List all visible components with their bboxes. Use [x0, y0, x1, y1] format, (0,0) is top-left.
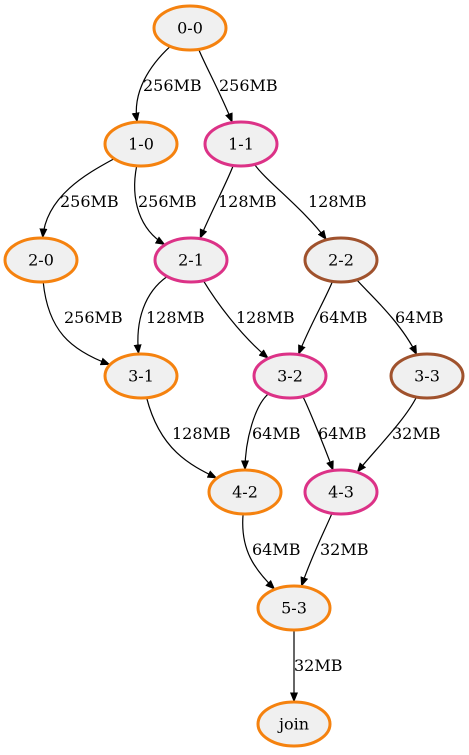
edge-0-0-to-1-0	[131, 45, 171, 123]
node-4-3: 4-3	[303, 468, 379, 516]
node-ellipse	[252, 352, 328, 400]
edge-label: 32MB	[392, 424, 441, 443]
node-ellipse	[203, 120, 279, 168]
node-1-1: 1-1	[203, 120, 279, 168]
edge-label: 256MB	[219, 76, 278, 95]
edges-layer: 256MB 256MB 256MB 256MB 128MB 128MB 256MB 128MB…	[39, 45, 444, 703]
node-ellipse	[207, 468, 283, 516]
edge-1-0-to-2-1	[134, 165, 166, 246]
node-3-1: 3-1	[103, 352, 179, 400]
edge-label: 128MB	[236, 308, 295, 327]
node-label: 2-0	[28, 251, 54, 270]
node-2-1: 2-1	[153, 236, 229, 284]
edge-3-3-to-4-3	[356, 396, 418, 473]
node-2-0: 2-0	[3, 236, 79, 284]
edge-label: 64MB	[252, 424, 301, 443]
edge-3-2-to-4-3	[302, 396, 334, 471]
node-0-0: 0-0	[152, 4, 228, 52]
node-label: 2-2	[328, 251, 354, 270]
edge-2-0-to-3-1	[42, 281, 111, 366]
edge-2-1-to-3-1	[133, 276, 168, 355]
edge-label: 128MB	[218, 192, 277, 211]
node-label: 4-2	[232, 483, 258, 502]
node-2-2: 2-2	[303, 236, 379, 284]
node-join: join	[256, 700, 332, 748]
node-ellipse	[303, 236, 379, 284]
edge-label: 64MB	[395, 308, 444, 327]
node-4-2: 4-2	[207, 468, 283, 516]
edge-0-0-to-1-1	[198, 49, 233, 124]
node-label: 3-2	[277, 367, 303, 386]
edge-label: 128MB	[146, 308, 205, 327]
edge-2-2-to-3-3	[356, 279, 418, 356]
edge-label: 256MB	[60, 192, 119, 211]
node-ellipse	[103, 120, 179, 168]
edge-2-2-to-3-2	[297, 281, 334, 356]
edge-4-3-to-5-3	[300, 513, 333, 587]
node-ellipse	[3, 236, 79, 284]
node-3-2: 3-2	[252, 352, 328, 400]
node-ellipse	[389, 352, 465, 400]
edge-1-0-to-2-0	[39, 158, 115, 239]
node-label: join	[277, 715, 309, 734]
node-label: 3-3	[414, 367, 440, 386]
node-label: 1-1	[228, 135, 254, 154]
node-3-3: 3-3	[389, 352, 465, 400]
edge-label: 32MB	[320, 540, 369, 559]
edge-label: 64MB	[318, 424, 367, 443]
node-ellipse	[256, 584, 332, 632]
edge-1-1-to-2-1	[199, 165, 234, 240]
nodes-layer: 0-0 1-0 1-1 2-0 2-1 2-2 3-1 3-2 3-3 4-2 4-3 5-3 join	[3, 4, 465, 748]
node-ellipse	[103, 352, 179, 400]
edge-label: 128MB	[308, 192, 367, 211]
node-ellipse	[152, 4, 228, 52]
node-ellipse	[303, 468, 379, 516]
node-label: 5-3	[281, 599, 307, 618]
edge-label: 128MB	[172, 424, 231, 443]
edge-label: 256MB	[138, 192, 197, 211]
node-label: 1-0	[128, 135, 154, 154]
edge-label: 32MB	[294, 656, 343, 675]
node-1-0: 1-0	[103, 120, 179, 168]
edge-3-2-to-4-2	[241, 393, 269, 471]
node-label: 0-0	[177, 19, 203, 38]
node-label: 3-1	[128, 367, 154, 386]
edge-label: 64MB	[252, 540, 301, 559]
node-label: 2-1	[178, 251, 204, 270]
node-ellipse	[256, 700, 332, 748]
node-5-3: 5-3	[256, 584, 332, 632]
edge-label: 256MB	[143, 76, 202, 95]
edge-3-1-to-4-2	[146, 397, 218, 479]
edge-4-2-to-5-3	[242, 513, 276, 590]
node-ellipse	[153, 236, 229, 284]
edge-1-1-to-2-2	[254, 164, 327, 241]
edge-label: 256MB	[64, 308, 123, 327]
edge-2-1-to-3-2	[202, 280, 269, 359]
node-label: 4-3	[328, 483, 354, 502]
edge-label: 64MB	[319, 308, 368, 327]
